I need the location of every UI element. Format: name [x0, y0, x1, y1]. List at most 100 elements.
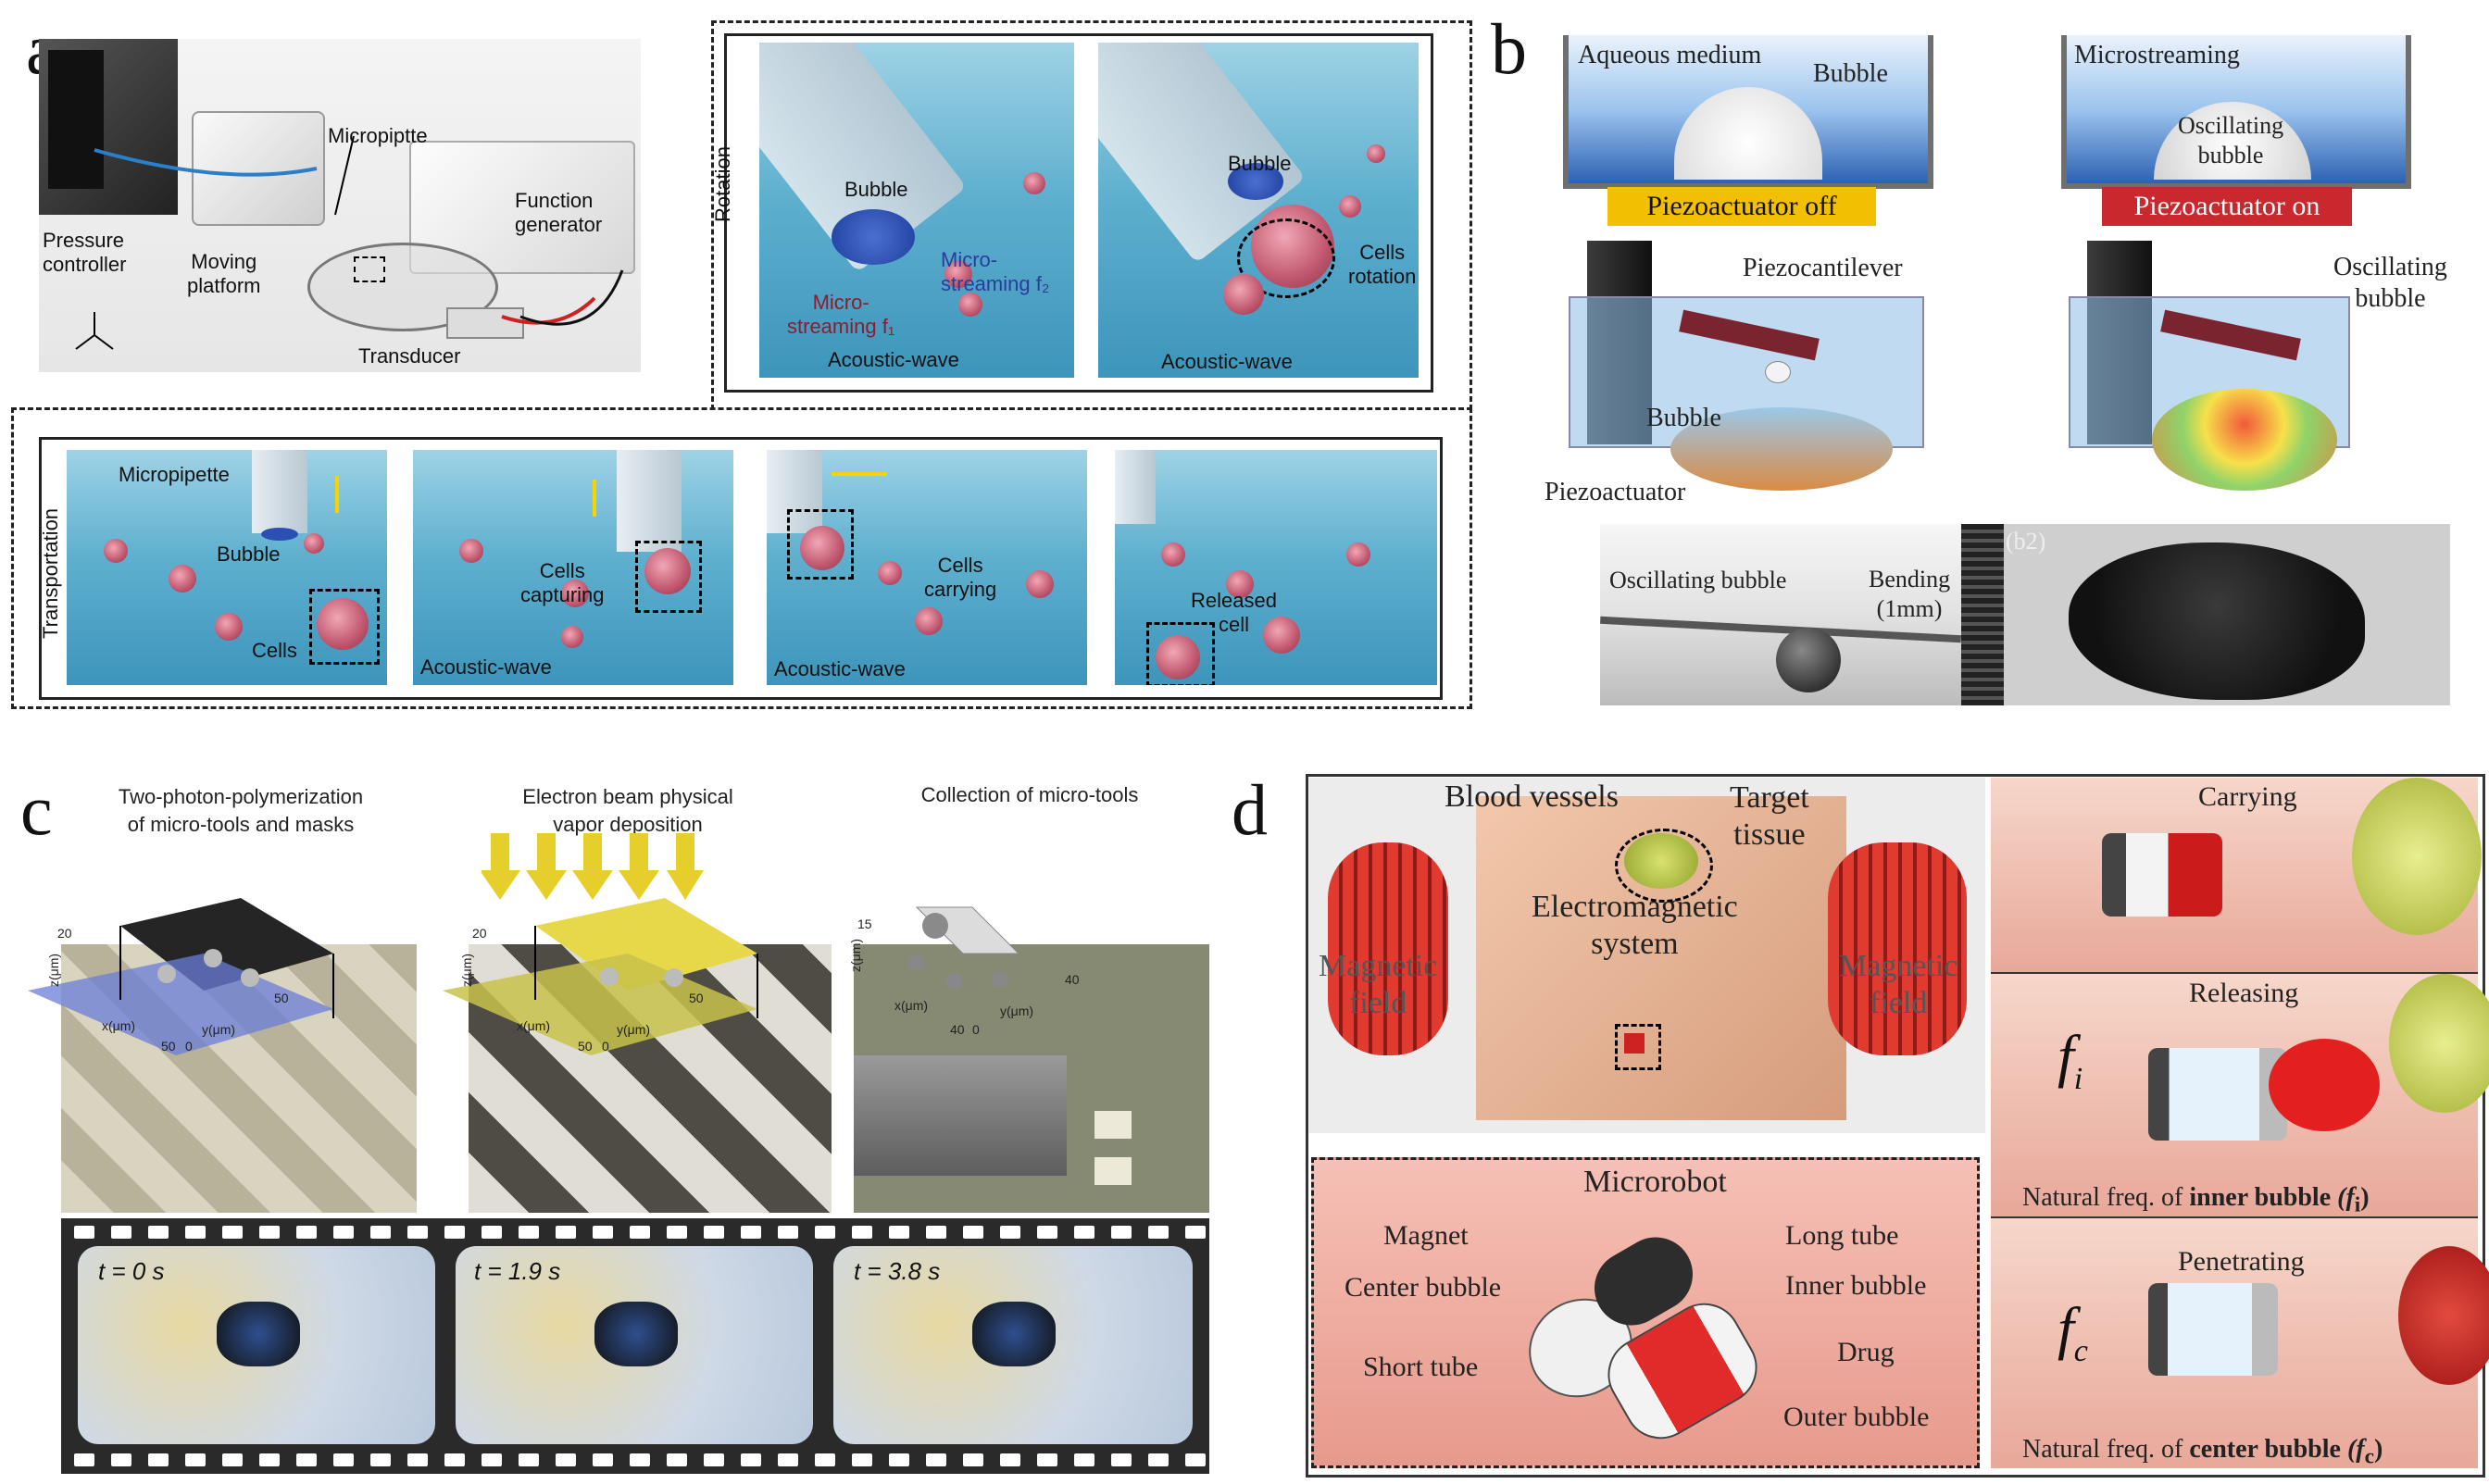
film-sprocket-hole [185, 1453, 206, 1466]
film-sprocket-hole [741, 1226, 761, 1239]
film-sprocket-hole [1185, 1226, 1206, 1239]
d-center-bubble-label: Center bubble [1345, 1272, 1502, 1303]
d-inner-caption: Natural freq. of inner bubble (fi) [2022, 1183, 2370, 1217]
transportation-side-label: Transportation [39, 507, 62, 639]
c-axis1-ymax: 50 [274, 991, 289, 1005]
film-sprocket-hole [815, 1453, 835, 1466]
film-sprocket-hole [1037, 1226, 1057, 1239]
c-axis2-xmax: 50 [578, 1039, 593, 1054]
c-axis1-y: y(μm) [202, 1022, 236, 1037]
rotation-tile-1: Bubble Micro-streaming f₁ Micro-streamin… [759, 43, 1074, 378]
film-sprocket-hole [444, 1453, 465, 1466]
film-sprocket-hole [1185, 1453, 1206, 1466]
film-sprocket-hole [333, 1226, 354, 1239]
film-sprocket-hole [556, 1453, 576, 1466]
b-bubble2-label: Bubble [1646, 404, 1721, 432]
film-sprocket-hole [519, 1453, 539, 1466]
d-center-caption: Natural freq. of center bubble (fc) [2022, 1435, 2383, 1469]
b-state-on: Piezoactuator on [2102, 187, 2352, 226]
micropipette-label: Micropiptte [328, 124, 428, 147]
rot1-streaming-2-label: Micro-streaming f₂ [941, 248, 1050, 295]
panel-b-label: b [1491, 8, 1527, 89]
c-axis2-zero: 0 [602, 1039, 609, 1054]
film-sprocket-hole [259, 1226, 280, 1239]
c-axis3-x: x(μm) [894, 998, 929, 1013]
film-sprocket-hole [593, 1226, 613, 1239]
film-sprocket-hole [148, 1226, 169, 1239]
film-sprocket-hole [852, 1453, 872, 1466]
film-sprocket-hole [704, 1226, 724, 1239]
film-sprocket-hole [593, 1453, 613, 1466]
d-carrying-label: Carrying [2198, 781, 2297, 812]
b-osc-photo-label: Oscillating bubble [1609, 567, 1787, 593]
film-sprocket-hole [963, 1453, 983, 1466]
c-axis1-x: x(μm) [102, 1018, 136, 1033]
d-main-illustration [1309, 778, 1985, 1133]
c-axis1-xmax: 50 [161, 1039, 176, 1054]
film-sprocket-hole [222, 1453, 243, 1466]
film-sprocket-hole [815, 1226, 835, 1239]
film-sprocket-hole [74, 1226, 94, 1239]
c-film-strip: t = 0 s t = 1.9 s t = 3.8 s [61, 1218, 1209, 1474]
film-sprocket-hole [1074, 1453, 1094, 1466]
rotation-frame [724, 33, 1433, 393]
film-time-1: t = 0 s [98, 1257, 165, 1285]
c-axis3-ymax: 40 [1065, 972, 1080, 987]
film-sprocket-hole [111, 1226, 131, 1239]
t1-cells-label: Cells [252, 639, 297, 662]
film-sprocket-hole [852, 1226, 872, 1239]
film-sprocket-hole [74, 1453, 94, 1466]
film-sprocket-hole [333, 1453, 354, 1466]
film-sprocket-hole [667, 1226, 687, 1239]
film-sprocket-hole [370, 1453, 391, 1466]
film-sprocket-hole [630, 1226, 650, 1239]
film-sprocket-hole [926, 1453, 946, 1466]
t2-acoustic-label: Acoustic-wave [420, 655, 552, 679]
film-sprocket-hole [1148, 1453, 1169, 1466]
film-sprocket-hole [963, 1226, 983, 1239]
rot1-streaming-1-label: Micro-streaming f₁ [787, 291, 895, 338]
c-axis2-y: y(μm) [617, 1022, 651, 1037]
b-aqueous-label: Aqueous medium [1578, 41, 1762, 69]
c-microtool-3d [908, 906, 1020, 990]
b-bubble-label: Bubble [1813, 59, 1888, 88]
c-axis3-z: z(μm) [848, 938, 864, 973]
film-sprocket-hole [185, 1226, 206, 1239]
film-sprocket-hole [407, 1226, 428, 1239]
t3-acoustic-label: Acoustic-wave [774, 657, 906, 680]
b-photo-b1 [1600, 524, 1961, 705]
panel-c-label: c [20, 769, 53, 850]
film-sprocket-hole [1074, 1226, 1094, 1239]
rot2-bubble-label: Bubble [1228, 152, 1292, 175]
film-sprocket-hole [259, 1453, 280, 1466]
film-sprocket-hole [630, 1453, 650, 1466]
film-sprocket-hole [222, 1226, 243, 1239]
d-microrobot-title: Microrobot [1583, 1165, 1727, 1199]
c-micrograph-3 [854, 944, 1209, 1213]
c-axis3-y: y(μm) [1000, 1004, 1034, 1018]
film-sprocket-hole [519, 1226, 539, 1239]
film-frame-2 [456, 1246, 813, 1444]
rot2-acoustic-label: Acoustic-wave [1161, 350, 1293, 373]
rot1-bubble-label: Bubble [844, 178, 908, 201]
film-time-2: t = 1.9 s [474, 1257, 561, 1285]
d-magnet-label: Magnet [1383, 1220, 1469, 1251]
c-axis2-zmax: 20 [472, 926, 487, 941]
film-frame-1 [78, 1246, 435, 1444]
c-axis3-zero: 0 [972, 1022, 980, 1037]
b-left-device [1569, 241, 1924, 518]
d-long-tube-label: Long tube [1785, 1220, 1899, 1251]
film-sprocket-hole [111, 1453, 131, 1466]
b-state-off: Piezoactuator off [1607, 187, 1876, 226]
film-sprocket-hole [556, 1226, 576, 1239]
film-sprocket-hole [889, 1226, 909, 1239]
